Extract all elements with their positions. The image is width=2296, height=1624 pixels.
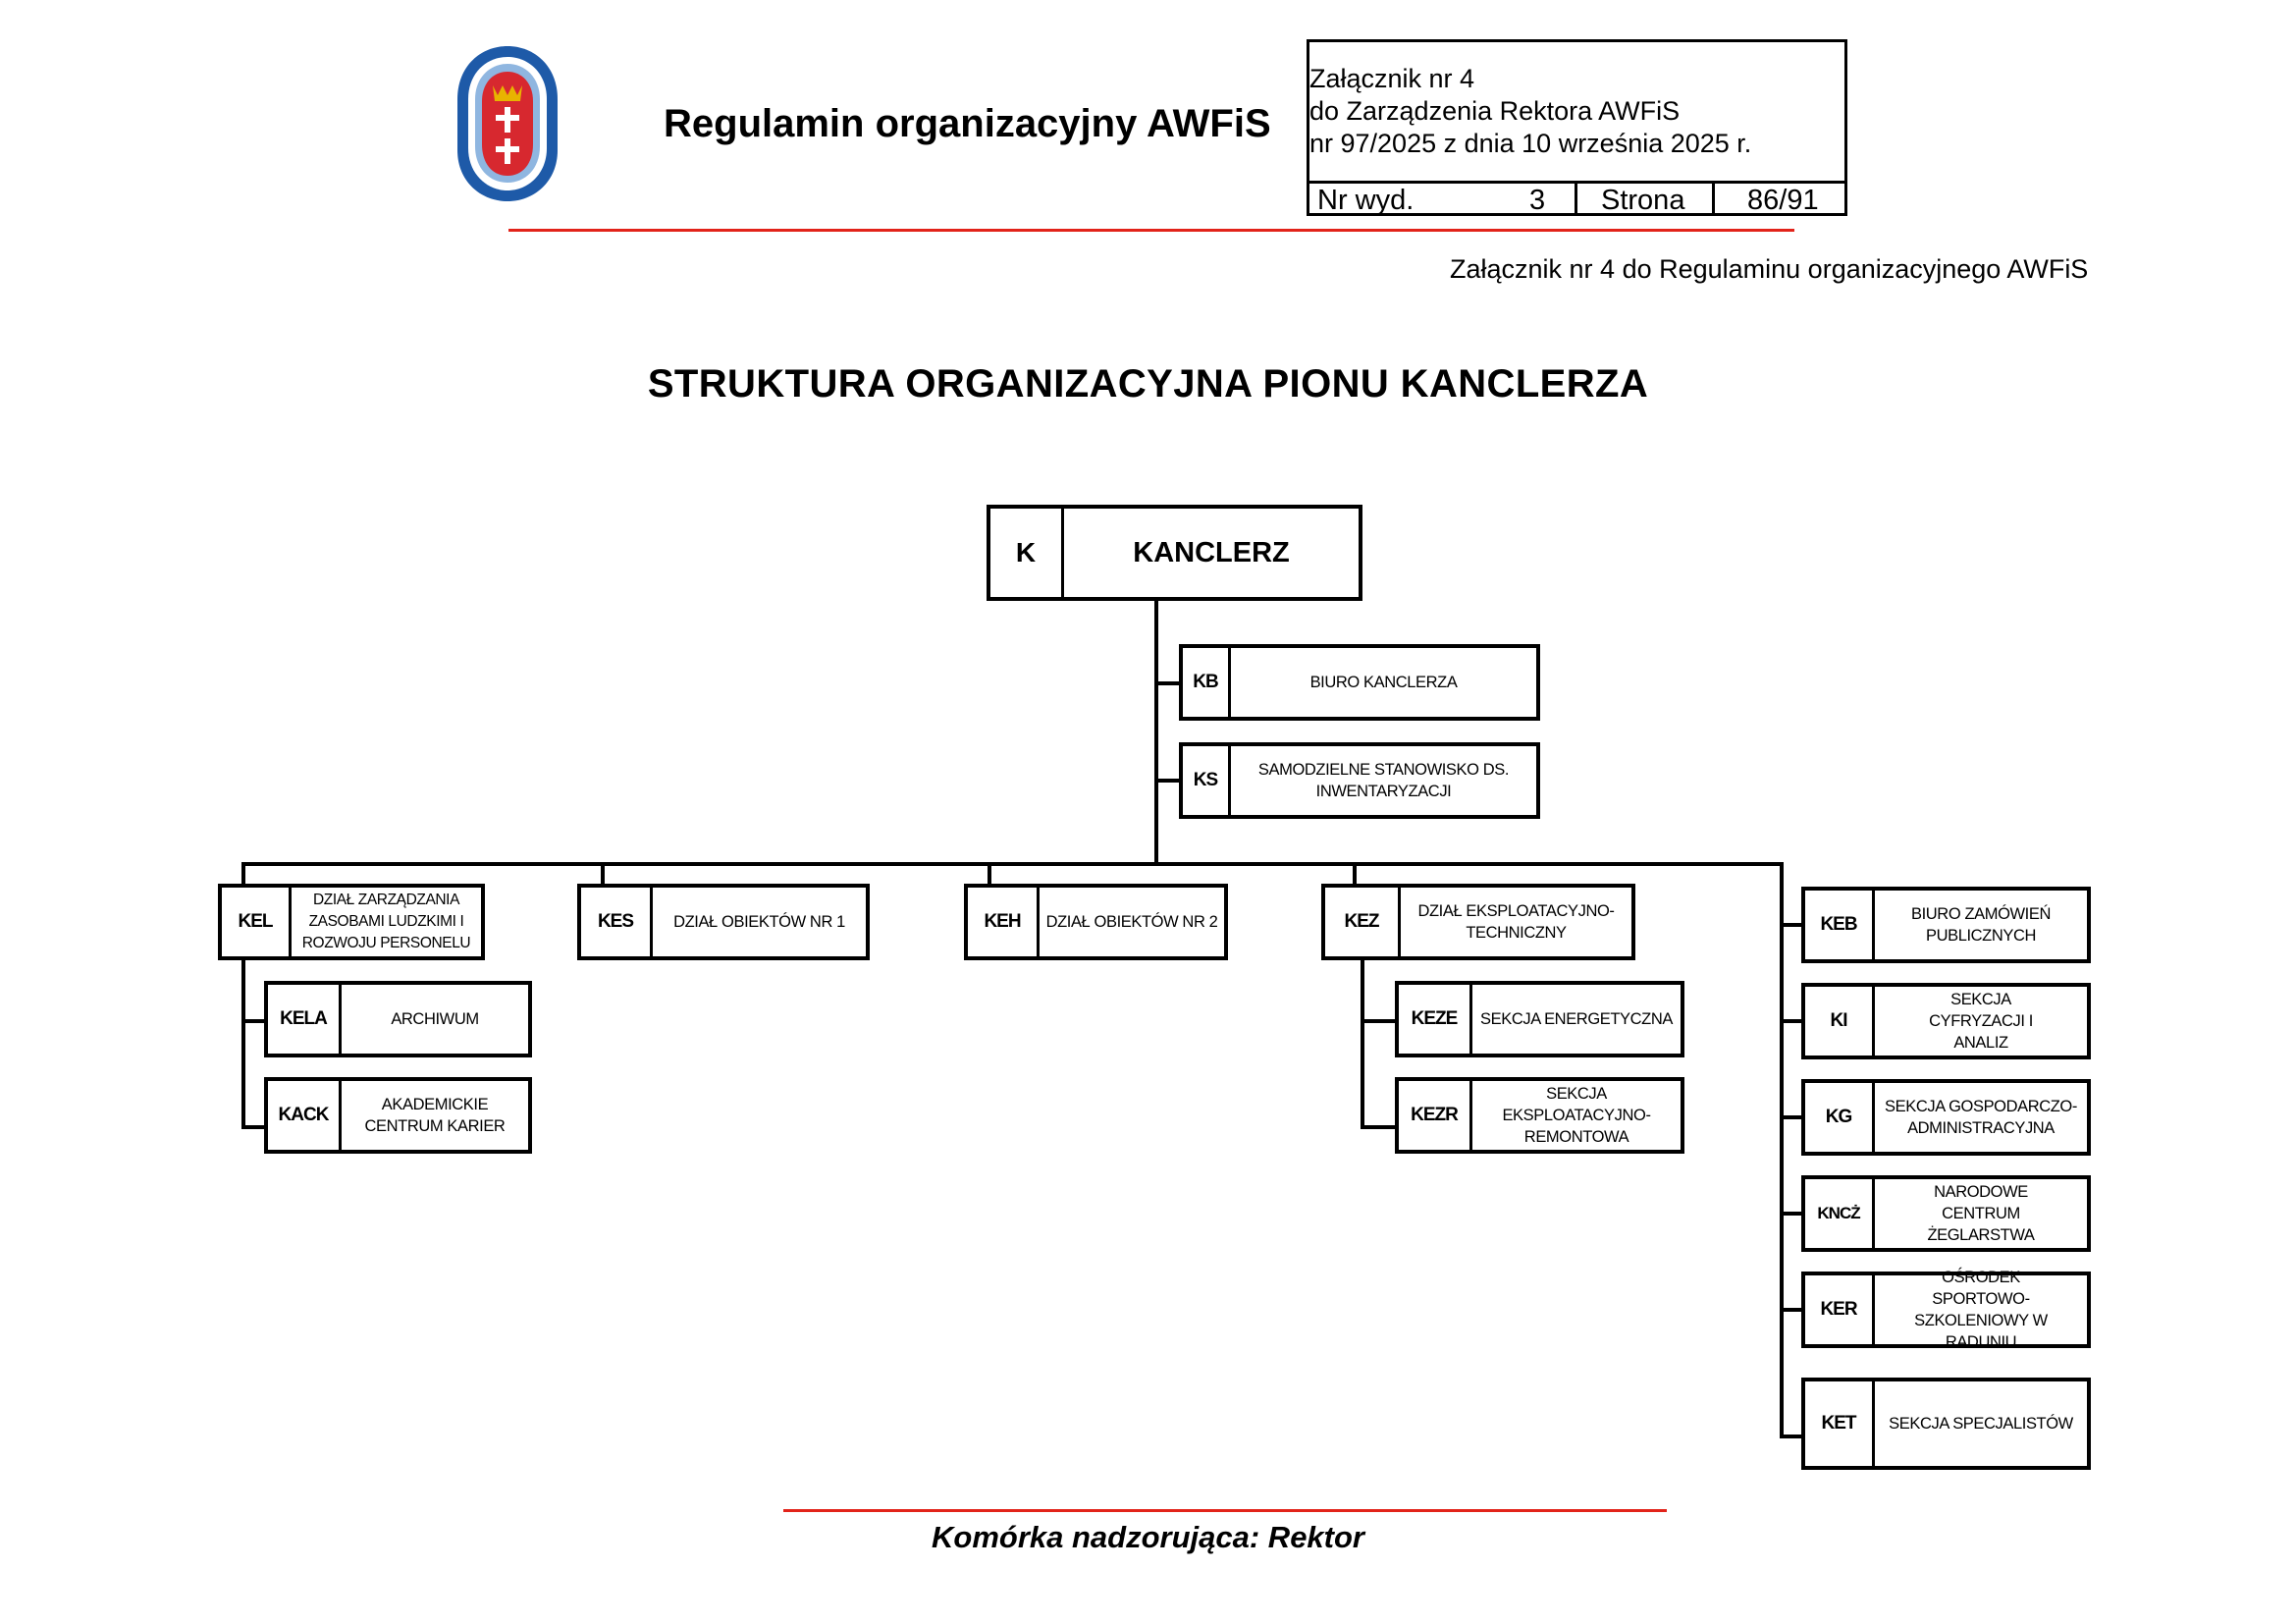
org-node-kel: KEL DZIAŁ ZARZĄDZANIA ZASOBAMI LUDZKIMI … bbox=[218, 884, 485, 960]
org-node-code: KES bbox=[581, 888, 653, 956]
org-node-kb: KB BIURO KANCLERZA bbox=[1179, 644, 1540, 721]
org-node-code: KS bbox=[1183, 746, 1231, 815]
org-node-kezr: KEZR SEKCJA EKSPLOATACYJNO-REMONTOWA bbox=[1395, 1077, 1684, 1154]
annex-note: Załącznik nr 4 do Regulaminu organizacyj… bbox=[1450, 254, 2089, 284]
org-node-kanclerz: K KANCLERZ bbox=[987, 505, 1362, 601]
footer-red-rule bbox=[783, 1509, 1667, 1512]
org-node-label: DZIAŁ OBIEKTÓW NR 2 bbox=[1045, 913, 1218, 931]
org-node-code: KG bbox=[1805, 1083, 1875, 1152]
header-red-rule bbox=[508, 229, 1794, 232]
org-node-code: KELA bbox=[268, 985, 342, 1054]
org-node-label: SAMODZIELNE STANOWISKO DS. INWENTARYZACJ… bbox=[1257, 761, 1510, 800]
org-node-code: KEZ bbox=[1325, 888, 1401, 956]
org-node-label: SEKCJA EKSPLOATACYJNO-REMONTOWA bbox=[1502, 1085, 1651, 1146]
org-node-kncz: KNCŻ NARODOWE CENTRUM ŻEGLARSTWA bbox=[1801, 1175, 2091, 1252]
org-node-label: ARCHIWUM bbox=[391, 1010, 479, 1028]
org-node-kez: KEZ DZIAŁ EKSPLOATACYJNO-TECHNICZNY bbox=[1321, 884, 1635, 960]
org-node-label: BIURO ZAMÓWIEŃ PUBLICZNYCH bbox=[1911, 905, 2051, 945]
page-value: 86/91 bbox=[1747, 185, 1819, 216]
org-node-code: KEL bbox=[222, 888, 292, 956]
awfis-logo bbox=[454, 42, 561, 204]
org-node-kela: KELA ARCHIWUM bbox=[264, 981, 532, 1057]
org-node-code: KEB bbox=[1805, 891, 1875, 959]
org-node-code: KER bbox=[1805, 1275, 1875, 1344]
info-cell-divider bbox=[1575, 183, 1577, 216]
org-node-label: DZIAŁ ZARZĄDZANIA ZASOBAMI LUDZKIMI I RO… bbox=[301, 892, 471, 951]
info-line: nr 97/2025 z dnia 10 września 2025 r. bbox=[1309, 129, 1752, 158]
org-node-keh: KEH DZIAŁ OBIEKTÓW NR 2 bbox=[964, 884, 1228, 960]
chart-title: STRUKTURA ORGANIZACYJNA PIONU KANCLERZA bbox=[647, 362, 1649, 406]
org-node-label: SEKCJA SPECJALISTÓW bbox=[1889, 1415, 2073, 1433]
org-node-label: KANCLERZ bbox=[1133, 537, 1290, 568]
org-node-ks: KS SAMODZIELNE STANOWISKO DS. INWENTARYZ… bbox=[1179, 742, 1540, 819]
document-title: Regulamin organizacyjny AWFiS bbox=[664, 102, 1271, 145]
org-node-label: SEKCJA CYFRYZACJI I ANALIZ bbox=[1929, 991, 2033, 1052]
org-node-code: KEZE bbox=[1399, 985, 1472, 1054]
org-node-keze: KEZE SEKCJA ENERGETYCZNA bbox=[1395, 981, 1684, 1057]
org-node-label: SEKCJA GOSPODARCZO-ADMINISTRACYJNA bbox=[1885, 1098, 2077, 1137]
org-node-keb: KEB BIURO ZAMÓWIEŃ PUBLICZNYCH bbox=[1801, 887, 2091, 963]
org-node-label: AKADEMICKIE CENTRUM KARIER bbox=[364, 1096, 506, 1135]
edition-value: 3 bbox=[1529, 185, 1546, 216]
org-node-label: OŚRODEK SPORTOWO-SZKOLENIOWY W RADUNIU bbox=[1914, 1269, 2048, 1351]
org-node-code: K bbox=[990, 509, 1064, 597]
info-divider bbox=[1307, 181, 1847, 184]
org-node-kes: KES DZIAŁ OBIEKTÓW NR 1 bbox=[577, 884, 870, 960]
org-node-code: KEZR bbox=[1399, 1081, 1472, 1150]
org-node-kack: KACK AKADEMICKIE CENTRUM KARIER bbox=[264, 1077, 532, 1154]
supervising-unit-note: Komórka nadzorująca: Rektor bbox=[932, 1520, 1364, 1554]
info-line: Załącznik nr 4 bbox=[1309, 64, 1475, 93]
org-node-code: KB bbox=[1183, 648, 1231, 717]
org-node-code: KET bbox=[1805, 1381, 1875, 1466]
org-node-ker: KER OŚRODEK SPORTOWO-SZKOLENIOWY W RADUN… bbox=[1801, 1269, 2091, 1351]
org-node-ki: KI SEKCJA CYFRYZACJI I ANALIZ bbox=[1801, 983, 2091, 1059]
document-info-text: Załącznik nr 4 do Zarządzenia Rektora AW… bbox=[1309, 63, 1751, 160]
org-node-kg: KG SEKCJA GOSPODARCZO-ADMINISTRACYJNA bbox=[1801, 1079, 2091, 1156]
org-node-code: KNCŻ bbox=[1805, 1179, 1875, 1248]
info-cell-divider bbox=[1712, 183, 1715, 216]
org-node-code: KACK bbox=[268, 1081, 342, 1150]
org-node-label: NARODOWE CENTRUM ŻEGLARSTWA bbox=[1927, 1183, 2035, 1244]
org-node-label: SEKCJA ENERGETYCZNA bbox=[1480, 1010, 1673, 1028]
org-node-label: DZIAŁ EKSPLOATACYJNO-TECHNICZNY bbox=[1417, 902, 1615, 942]
org-node-ket: KET SEKCJA SPECJALISTÓW bbox=[1801, 1378, 2091, 1470]
org-node-label: BIURO KANCLERZA bbox=[1309, 674, 1458, 691]
info-line: do Zarządzenia Rektora AWFiS bbox=[1309, 96, 1681, 126]
org-node-code: KI bbox=[1805, 987, 1875, 1056]
org-node-label: DZIAŁ OBIEKTÓW NR 1 bbox=[673, 913, 845, 931]
org-node-code: KEH bbox=[968, 888, 1040, 956]
page-label: Strona bbox=[1601, 185, 1685, 216]
edition-label: Nr wyd. bbox=[1317, 185, 1415, 216]
